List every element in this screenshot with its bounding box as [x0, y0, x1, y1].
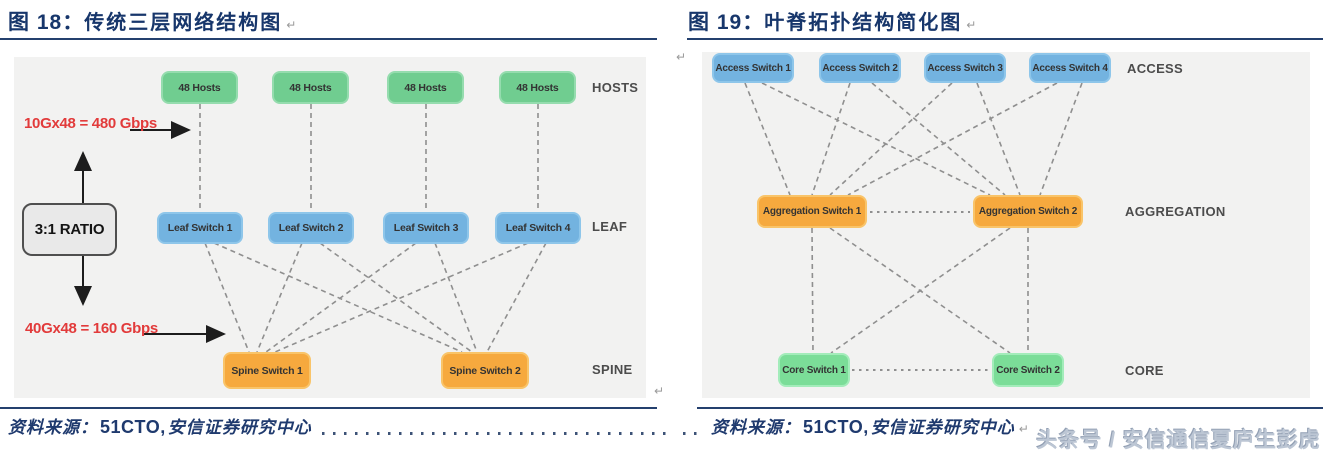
host-leaf-links [199, 104, 539, 212]
figure18-number: 图 18： [8, 11, 85, 34]
figure18-diagram-panel: 48 Hosts 48 Hosts 48 Hosts 48 Hosts HOST… [14, 57, 646, 398]
leaf-switch-1: Leaf Switch 1 [157, 212, 243, 244]
watermark: 头条号 / 安信通信夏庐生彭虎 [1036, 429, 1321, 452]
source-name: 51CTO, [803, 417, 869, 437]
figure19-title-rule [687, 38, 1323, 40]
access-switch-1: Access Switch 1 [712, 53, 794, 83]
leaf-layer-label: LEAF [592, 219, 628, 234]
return-mark-icon: ↵ [966, 18, 977, 32]
host-node-4: 48 Hosts [499, 71, 576, 104]
spine-layer-label: SPINE [592, 362, 633, 377]
aggregation-core-links [811, 227, 1029, 354]
figure18-title-rule [0, 38, 657, 40]
figure19-number: 图 19： [688, 11, 765, 34]
ratio-box: 3:1 RATIO [22, 203, 117, 256]
figure18-title-text: 传统三层网络结构图 [84, 12, 283, 34]
access-switch-4: Access Switch 4 [1029, 53, 1111, 83]
core-layer-label: CORE [1125, 363, 1164, 378]
return-mark-icon: ↵ [1018, 422, 1029, 436]
return-mark-icon: ↵ [654, 384, 665, 398]
leaf-switch-2: Leaf Switch 2 [268, 212, 354, 244]
source-org: 安信证券研究中心 [870, 418, 1015, 437]
host-node-2: 48 Hosts [272, 71, 349, 104]
hosts-layer-label: HOSTS [592, 80, 639, 95]
figure19-source: 资料来源： 51CTO, 安信证券研究中心 ↵ [683, 413, 1133, 438]
dotted-leader [321, 432, 670, 435]
dotted-leader [683, 432, 705, 435]
source-org: 安信证券研究中心 [167, 418, 312, 437]
spine-switch-1: Spine Switch 1 [223, 352, 311, 389]
figure19-connector-layer [744, 82, 1083, 371]
aggregation-switch-1: Aggregation Switch 1 [757, 195, 867, 228]
access-switch-2: Access Switch 2 [819, 53, 901, 83]
return-mark-icon: ↵ [676, 50, 687, 64]
leaf-switch-3: Leaf Switch 3 [383, 212, 469, 244]
figure18-title: 图 18：传统三层网络结构图↵ [8, 6, 296, 36]
figure19-title: 图 19：叶脊拓扑结构简化图↵ [688, 6, 976, 36]
core-switch-1: Core Switch 1 [778, 353, 850, 387]
source-label: 资料来源： [8, 418, 98, 437]
figure19-footer-rule [697, 407, 1323, 409]
source-name: 51CTO, [100, 417, 166, 437]
figure18-connector-layer [74, 104, 547, 353]
host-bandwidth-note: 10Gx48 = 480 Gbps [24, 115, 157, 132]
aggregation-switch-2: Aggregation Switch 2 [973, 195, 1083, 228]
leaf-spine-links [204, 242, 547, 353]
leaf-switch-4: Leaf Switch 4 [495, 212, 581, 244]
spine-switch-2: Spine Switch 2 [441, 352, 529, 389]
host-node-1: 48 Hosts [161, 71, 238, 104]
spine-bandwidth-note: 40Gx48 = 160 Gbps [25, 320, 158, 337]
aggregation-layer-label: AGGREGATION [1125, 204, 1226, 219]
figure19-diagram-panel: Access Switch 1 Access Switch 2 Access S… [702, 52, 1310, 398]
access-switch-3: Access Switch 3 [924, 53, 1006, 83]
access-layer-label: ACCESS [1127, 61, 1183, 76]
return-mark-icon: ↵ [286, 18, 297, 32]
figure18-source: 资料来源： 51CTO, 安信证券研究中心 [8, 413, 672, 438]
core-switch-2: Core Switch 2 [992, 353, 1064, 387]
host-node-3: 48 Hosts [387, 71, 464, 104]
source-label: 资料来源： [711, 418, 801, 437]
access-aggregation-links [744, 82, 1083, 196]
figure18-footer-rule [0, 407, 657, 409]
figure19-title-text: 叶脊拓扑结构简化图 [764, 12, 963, 34]
